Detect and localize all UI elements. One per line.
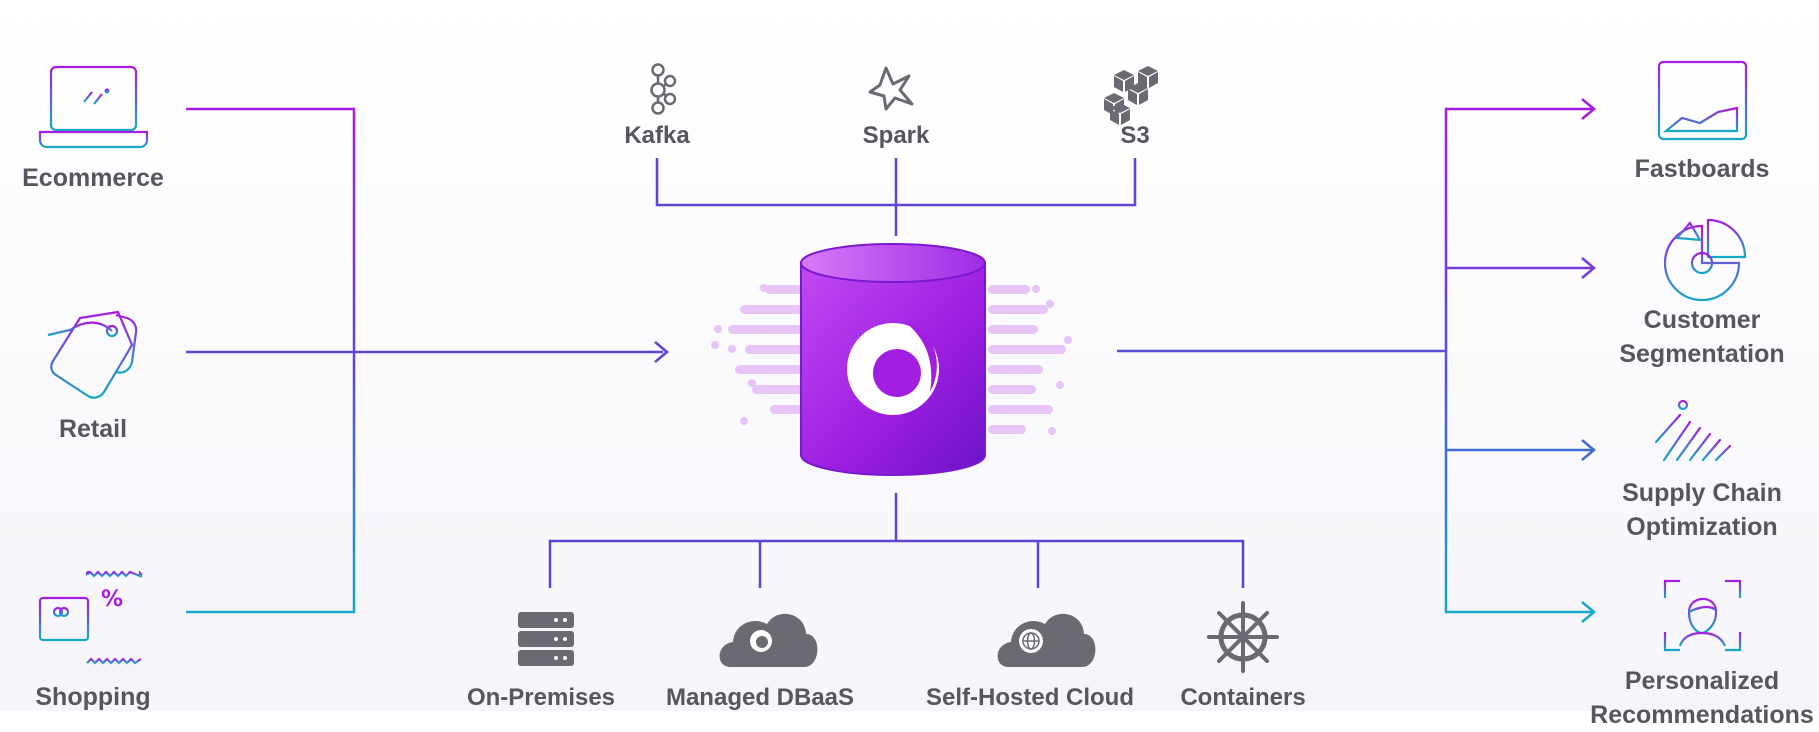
output-label-customer-segmentation: Customer Segmentation xyxy=(1619,306,1785,368)
deployment-connectors xyxy=(548,493,1245,588)
output-connectors xyxy=(1117,98,1596,623)
integration-label-spark: Spark xyxy=(862,122,930,149)
s3-cubes-icon xyxy=(1104,66,1158,125)
cloud-globe-icon xyxy=(997,613,1096,667)
trend-lines-icon xyxy=(1654,399,1750,462)
face-frame-icon xyxy=(1663,579,1742,652)
architecture-diagram: % xyxy=(38,60,1750,673)
integration-label-kafka: Kafka xyxy=(624,122,690,149)
spark-star-icon xyxy=(868,66,914,111)
percent-symbol-icon: % xyxy=(101,587,123,612)
pie-chart-icon xyxy=(1663,218,1747,302)
output-label-supply-chain: Supply Chain Optimization xyxy=(1622,479,1782,541)
deployment-label-on-premises: On-Premises xyxy=(466,684,616,711)
source-label-retail: Retail xyxy=(58,415,128,443)
dashboard-icon xyxy=(1657,60,1748,141)
output-label-fastboards: Fastboards xyxy=(1634,155,1770,183)
deployment-label-self-hosted-cloud: Self-Hosted Cloud xyxy=(926,684,1134,711)
helm-wheel-icon xyxy=(1207,601,1279,673)
laptop-icon xyxy=(38,65,149,149)
receipt-card-icon xyxy=(38,570,143,665)
svg-text:%: % xyxy=(101,587,123,612)
kafka-icon xyxy=(650,63,677,115)
integration-connectors xyxy=(655,158,1137,236)
server-rack-icon xyxy=(518,612,574,666)
source-label-shopping: Shopping xyxy=(35,683,151,711)
source-connectors xyxy=(186,107,669,614)
database-cylinder-icon xyxy=(711,243,1072,476)
cloud-logo-icon xyxy=(719,613,818,667)
integration-label-s3: S3 xyxy=(1120,122,1150,149)
output-label-personalized: Personalized Recommendations xyxy=(1590,667,1814,729)
price-tag-icon xyxy=(47,310,138,399)
deployment-label-containers: Containers xyxy=(1180,684,1306,711)
source-label-ecommerce: Ecommerce xyxy=(22,164,164,192)
deployment-label-managed-dbaas: Managed DBaaS xyxy=(665,684,855,711)
